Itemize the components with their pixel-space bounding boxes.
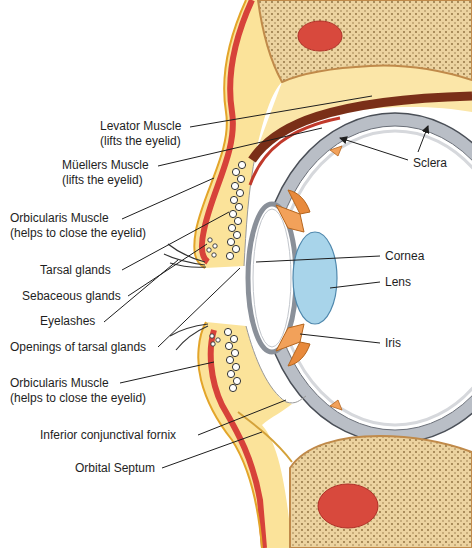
muscle-label: Orbicularis Muscle (helps to close the e…: [10, 211, 146, 241]
muscle-label: Levator Muscle (lifts the eyelid): [100, 119, 181, 149]
gland-label: Openings of tarsal glands: [10, 340, 146, 355]
leader-lines: [104, 96, 428, 468]
part-label: Eyelashes: [40, 314, 95, 329]
part-label: Orbital Septum: [75, 461, 155, 476]
part-label: Sclera: [413, 156, 447, 171]
muscle-label: Orbicularis Muscle (helps to close the e…: [10, 376, 146, 406]
muscle-label: Müellers Muscle (lifts the eyelid): [62, 158, 149, 188]
gland-label: Sebaceous glands: [22, 289, 121, 304]
part-label: Cornea: [385, 249, 424, 264]
gland-label: Tarsal glands: [40, 263, 111, 278]
part-label: Lens: [385, 275, 411, 290]
part-label: Iris: [385, 336, 401, 351]
part-label: Inferior conjunctival fornix: [40, 428, 176, 443]
